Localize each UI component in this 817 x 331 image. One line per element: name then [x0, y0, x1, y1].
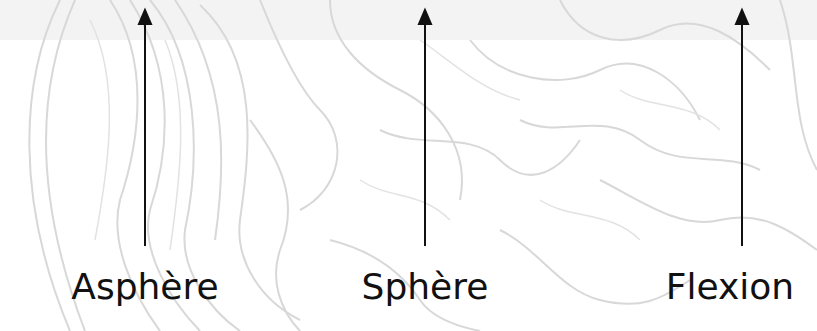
- background-engraving: [90, 20, 720, 250]
- top-band: [0, 0, 817, 40]
- background-engraving: [29, 0, 817, 331]
- leader-arrow: [139, 10, 748, 246]
- part-label: Flexion: [666, 266, 794, 307]
- arrowhead: [736, 10, 748, 24]
- arrowhead: [419, 10, 431, 24]
- arrowhead: [139, 10, 151, 24]
- leader-arrow: [741, 22, 743, 246]
- leader-arrow: [424, 22, 426, 246]
- part-label: Sphère: [362, 266, 489, 307]
- leader-arrow: [144, 22, 146, 246]
- part-label: Asphère: [71, 266, 218, 307]
